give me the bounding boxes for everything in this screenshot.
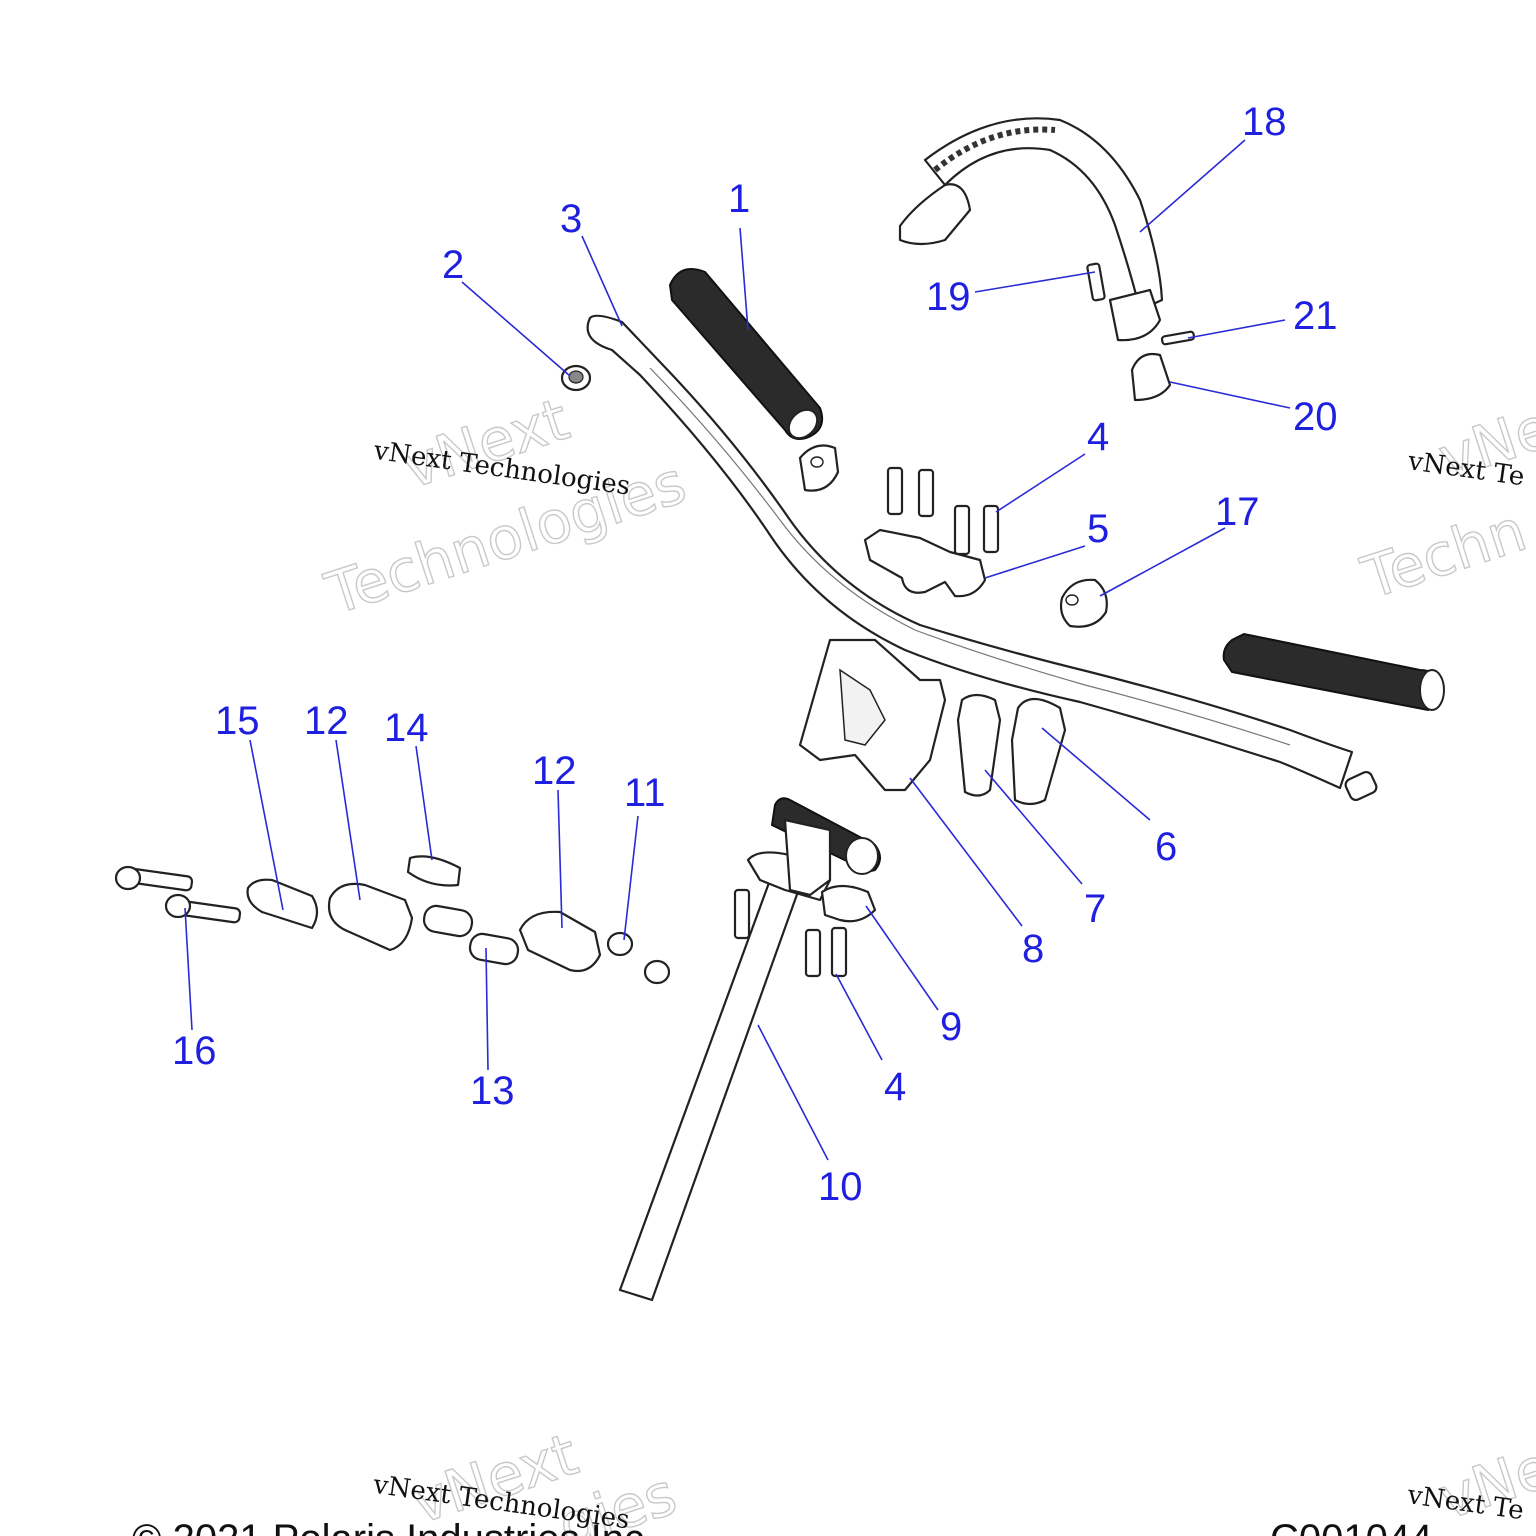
- right-grip-part: [1222, 632, 1445, 712]
- callout-13: 13: [470, 1069, 515, 1113]
- callout-5: 5: [1087, 507, 1109, 551]
- left-collar-part: [798, 444, 840, 492]
- copyright-footer: © 2021 Polaris Industries Inc.: [132, 1517, 655, 1536]
- riser-cover-left-part: [956, 693, 1002, 797]
- lower-clamp-bolts: [804, 926, 848, 978]
- callout-18: 18: [1242, 100, 1287, 144]
- watermark-brand-word2-partial: Techn: [1354, 496, 1534, 612]
- callout-21: 21: [1293, 294, 1338, 338]
- callout-9: 9: [940, 1005, 962, 1049]
- handlebar-part: [586, 314, 1354, 790]
- callout-19: 19: [926, 275, 971, 319]
- callout-4-upper: 4: [1087, 415, 1109, 459]
- steering-post-part: [618, 797, 881, 1302]
- callout-4-lower: 4: [884, 1065, 906, 1109]
- left-hardware-group: [114, 855, 671, 985]
- upper-clamp-part: [863, 528, 987, 598]
- callout-12-left: 12: [304, 699, 349, 743]
- callout-16: 16: [172, 1029, 217, 1073]
- left-grip-part: [668, 268, 824, 440]
- lower-clamp-part: [820, 884, 877, 923]
- callout-8: 8: [1022, 927, 1044, 971]
- bar-end-plug-left: [560, 364, 592, 392]
- callout-labels: 1 2 3 4 5 17 18 19 21 20 6 7 8 9 4 10 11…: [172, 100, 1338, 1209]
- callout-14: 14: [384, 706, 429, 750]
- callout-11: 11: [624, 771, 666, 815]
- upper-clamp-bolts: [886, 466, 1000, 556]
- diagram-code: C001044: [1270, 1517, 1432, 1536]
- brake-lever-assembly: [898, 117, 1196, 402]
- callout-1: 1: [728, 177, 750, 221]
- watermark-upper-left: vNext Technologies vNext Technologies: [317, 384, 695, 629]
- callout-2: 2: [442, 243, 464, 287]
- riser-part: [798, 638, 947, 792]
- riser-cover-right-part: [1010, 697, 1067, 806]
- bar-end-plug-right: [1344, 770, 1378, 802]
- callout-17: 17: [1215, 490, 1260, 534]
- callout-7: 7: [1084, 887, 1106, 931]
- watermark-upper-right: vNe Techn vNext Te: [1353, 392, 1536, 613]
- leader-lines: [184, 139, 1291, 1161]
- callout-3: 3: [560, 197, 582, 241]
- callout-10: 10: [818, 1165, 863, 1209]
- callout-15: 15: [215, 699, 260, 743]
- callout-20: 20: [1293, 395, 1338, 439]
- callout-12-right: 12: [532, 749, 577, 793]
- right-collar-part: [1059, 578, 1108, 628]
- callout-6: 6: [1155, 825, 1177, 869]
